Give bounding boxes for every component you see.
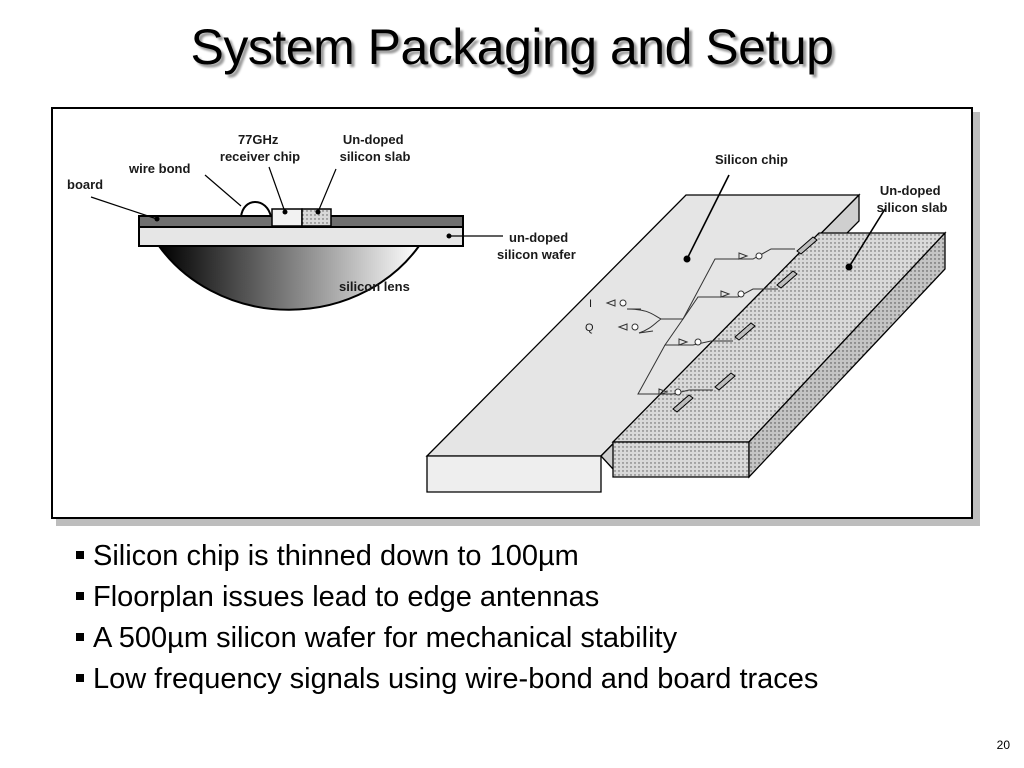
label-undoped-slab-left-line2: silicon slab — [340, 149, 411, 164]
bullet-marker — [76, 551, 84, 559]
bullet-text: Floorplan issues lead to edge antennas — [93, 581, 600, 613]
silicon-wafer-layer — [138, 226, 464, 247]
bullet-text: A 500µm silicon wafer for mechanical sta… — [93, 622, 678, 654]
bullet-item: Low frequency signals using wire-bond an… — [76, 659, 818, 700]
label-wire-bond: wire bond — [128, 161, 190, 176]
label-board: board — [67, 177, 103, 192]
label-q-channel: Q — [585, 322, 594, 334]
packaging-figure: board wire bond 77GHz receiver chip Un-d… — [51, 107, 973, 519]
packaging-diagram: board wire bond 77GHz receiver chip Un-d… — [67, 132, 948, 493]
bullet-item: A 500µm silicon wafer for mechanical sta… — [76, 618, 818, 659]
bullet-item: Silicon chip is thinned down to 100µm — [76, 536, 818, 577]
silicon-lens — [157, 245, 421, 311]
label-i-channel: I — [589, 298, 592, 310]
left-leader-lines — [90, 166, 503, 237]
label-undoped-wafer: un-doped silicon wafer — [497, 230, 576, 262]
right-leader-dots — [683, 255, 853, 271]
edge-antennas — [672, 236, 818, 413]
label-silicon-chip: Silicon chip — [715, 152, 788, 167]
wire-bond — [240, 201, 272, 218]
undoped-slab-front — [612, 441, 750, 478]
bullet-item: Floorplan issues lead to edge antennas — [76, 577, 818, 618]
label-silicon-lens: silicon lens — [339, 279, 410, 294]
left-leader-dots — [154, 209, 452, 239]
chip-3d — [425, 193, 947, 493]
label-undoped-slab-right-line2: silicon slab — [877, 200, 948, 215]
bullet-marker — [76, 633, 84, 641]
page-number: 20 — [996, 738, 1010, 752]
label-undoped-wafer-line2: silicon wafer — [497, 247, 576, 262]
label-undoped-slab-right: Un-doped silicon slab — [877, 183, 948, 215]
label-undoped-slab-right-line1: Un-doped — [880, 183, 941, 198]
bullet-list: Silicon chip is thinned down to 100µm Fl… — [76, 536, 818, 700]
lens-assembly — [138, 201, 464, 311]
bullet-text: Silicon chip is thinned down to 100µm — [93, 540, 579, 572]
bullet-text: Low frequency signals using wire-bond an… — [93, 663, 819, 695]
bullet-marker — [76, 592, 84, 600]
right-leader-lines — [686, 174, 886, 268]
undoped-slab-small — [301, 208, 332, 227]
undoped-slab-side — [748, 231, 946, 479]
label-undoped-slab-left: Un-doped silicon slab — [340, 132, 411, 164]
slide-title: System Packaging and Setup — [190, 19, 834, 75]
label-receiver-chip-line2: receiver chip — [220, 149, 300, 164]
silicon-chip-front — [426, 455, 602, 493]
label-receiver-chip-line1: 77GHz — [238, 132, 279, 147]
chip-circuitry — [605, 248, 795, 396]
label-undoped-wafer-line1: un-doped — [509, 230, 568, 245]
label-receiver-chip: 77GHz receiver chip — [220, 132, 300, 164]
label-undoped-slab-left-line1: Un-doped — [343, 132, 404, 147]
bullet-marker — [76, 674, 84, 682]
